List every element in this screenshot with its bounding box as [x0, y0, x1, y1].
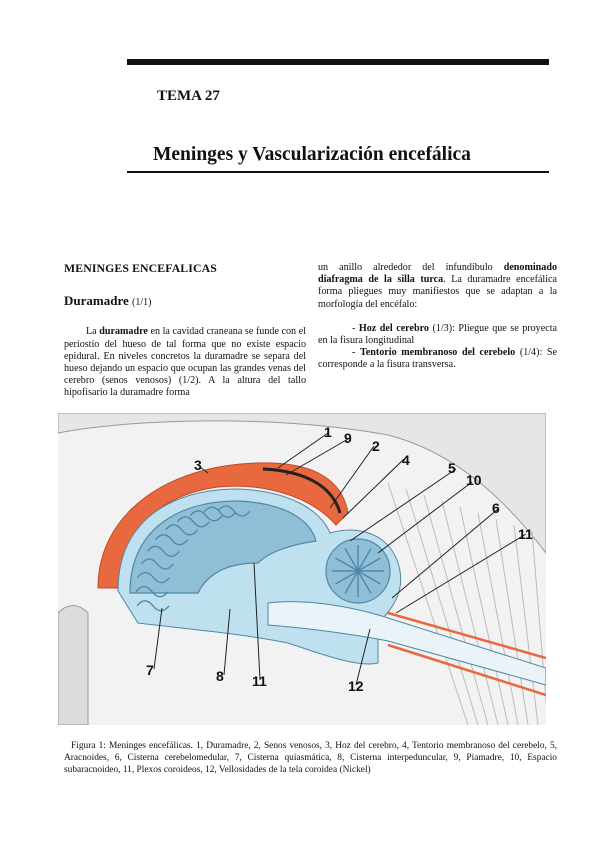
text-run: La — [86, 326, 100, 338]
leader-line — [329, 445, 375, 509]
paragraph-duramadre: La duramadre en la cavidad craneana se f… — [64, 326, 306, 399]
figure-label-11: 11 — [252, 673, 267, 689]
neck-hatching — [387, 482, 546, 725]
hatch-line — [441, 500, 499, 725]
leader-line — [153, 607, 163, 670]
text-run: en la cavidad craneana se funde con el p… — [64, 326, 306, 399]
subsection-heading: Duramadre (1/1) — [64, 293, 306, 309]
bullet: - — [352, 322, 359, 334]
section-heading: MENINGES ENCEFALICAS — [64, 261, 217, 275]
cerebral-gyri — [135, 505, 251, 612]
cerebellum-folium — [357, 570, 372, 594]
leader-line — [199, 466, 209, 474]
hatch-line — [531, 530, 546, 707]
cerebellum-folium — [344, 548, 359, 572]
figure-label-6: 6 — [492, 500, 500, 516]
figure-label-2: 2 — [372, 438, 380, 454]
left-column: MENINGES ENCEFALICAS Duramadre (1/1) La … — [64, 262, 306, 400]
text-run: . La duramadre encefálica forma pliegues… — [318, 274, 557, 310]
leader-line — [395, 533, 527, 614]
figure-label-8: 8 — [216, 668, 224, 684]
gyrus-fold — [176, 516, 210, 528]
right-column: un anillo alrededor del infundíbulo deno… — [318, 262, 557, 372]
cerebellum-folium — [357, 548, 372, 572]
leader-line — [355, 628, 371, 686]
figure-label-11: 11 — [518, 526, 533, 542]
text-run: (1/4): Se corresponde a la fisura transv… — [318, 347, 557, 371]
hatch-line — [423, 494, 489, 725]
cerebellum-folium — [335, 570, 359, 585]
hatch-line — [495, 518, 529, 725]
list-item-hoz: - Hoz del cerebro (1/3): Pliegue que se … — [318, 323, 557, 347]
leader-line — [223, 608, 231, 676]
gyrus-fold — [189, 510, 223, 522]
label-leader-lines — [153, 432, 527, 686]
list-item-tentorio: - Tentorio membranoso del cerebelo (1/4)… — [318, 347, 557, 371]
figure-label-7: 7 — [146, 662, 154, 678]
leader-line — [253, 562, 261, 681]
leader-line — [349, 468, 457, 542]
top-rule — [127, 59, 549, 65]
paragraph-diafragma: un anillo alrededor del infundíbulo deno… — [318, 262, 557, 311]
text-run: (1/3): Pliegue que se proyecta en la fis… — [318, 322, 557, 347]
hatch-line — [405, 488, 479, 725]
title-rule — [127, 171, 549, 173]
hatch-line — [477, 512, 519, 725]
leader-line — [277, 432, 329, 469]
hatch-line — [459, 506, 509, 725]
gyrus-fold — [135, 586, 169, 598]
leader-line — [342, 458, 405, 519]
gyrus-fold — [217, 505, 251, 517]
term-diafragma: denominado diafragma de la silla turca — [318, 262, 557, 286]
gyrus-fold — [155, 534, 189, 546]
figure-label-5: 5 — [448, 460, 456, 476]
gyrus-fold — [146, 545, 180, 557]
subsection-title: Duramadre — [64, 293, 129, 309]
hatch-line — [387, 482, 469, 725]
venous-sinus — [262, 467, 342, 514]
cerebellum-folium — [357, 570, 381, 585]
cerebellar-folia — [332, 545, 384, 597]
spinal-dura — [387, 611, 546, 697]
cerebellum-folium — [344, 570, 359, 594]
cerebrum — [129, 500, 317, 594]
figure-label-12: 12 — [348, 678, 364, 694]
bullet: - — [352, 347, 360, 359]
figure-label-3: 3 — [194, 457, 202, 473]
gyrus-fold — [165, 524, 199, 536]
gyrus-fold — [136, 600, 170, 612]
brainstem — [267, 601, 546, 686]
chapter-title: Meninges y Vascularización encefálica — [153, 144, 471, 165]
chapter-number: TEMA 27 — [157, 88, 220, 104]
term-hoz: Hoz del cerebro — [358, 322, 429, 334]
gyrus-fold — [203, 506, 237, 518]
gyrus-fold — [136, 571, 171, 584]
cerebellum-folium — [335, 557, 359, 572]
figure-label-4: 4 — [402, 452, 410, 468]
text-run: un anillo alrededor del infundíbulo — [318, 262, 504, 273]
leader-line — [285, 438, 349, 476]
leader-line — [377, 481, 473, 554]
gyrus-fold — [140, 558, 174, 570]
term-tentorio: Tentorio membranoso del cerebelo — [360, 347, 516, 359]
skull-bone — [58, 413, 546, 725]
figure-caption: Figura 1: Meninges encefálicas. 1, Duram… — [64, 741, 557, 775]
leader-line — [391, 508, 499, 599]
figure-label-1: 1 — [324, 424, 332, 440]
term-duramadre: duramadre — [99, 326, 148, 338]
figure-label-9: 9 — [344, 430, 352, 446]
cerebellum-folium — [357, 557, 381, 572]
subsection-ref: (1/1) — [132, 297, 152, 309]
figure-label-10: 10 — [466, 472, 482, 488]
